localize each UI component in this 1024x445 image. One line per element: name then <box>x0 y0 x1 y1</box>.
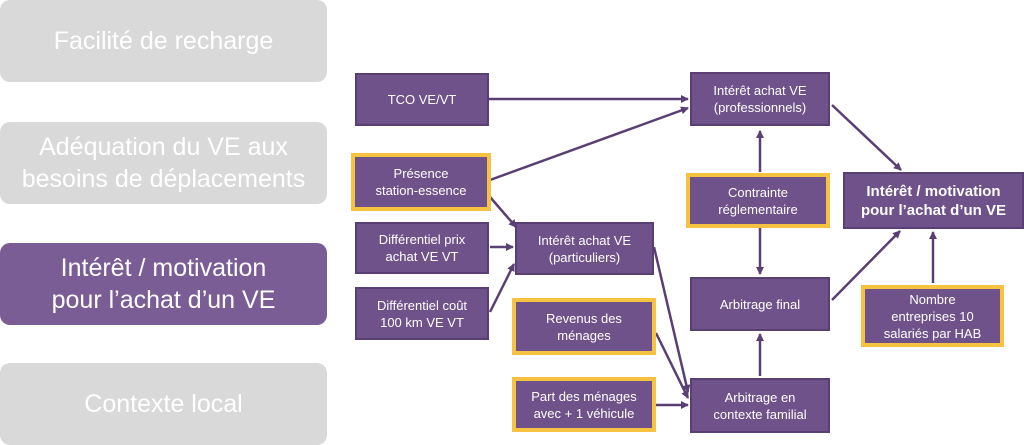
tab-contexte-local[interactable]: Contexte local <box>0 363 327 445</box>
node-nombre-entreprises: Nombre entreprises 10 salariés par HAB <box>861 285 1004 347</box>
node-revenus-menages: Revenus des ménages <box>512 298 656 355</box>
node-tco: TCO VE/VT <box>355 73 489 126</box>
arrow-part-to-familial <box>652 246 691 393</box>
node-interet-particuliers: Intérêt achat VE (particuliers) <box>515 222 654 275</box>
tab-adequation-ve[interactable]: Adéquation du VE aux besoins de déplacem… <box>0 122 327 204</box>
node-interet-professionnels: Intérêt achat VE (professionnels) <box>690 72 830 126</box>
node-part-menages: Part des ménages avec + 1 véhicule <box>512 377 656 432</box>
node-diff-cout: Différentiel coût 100 km VE VT <box>355 287 489 340</box>
tab-facilite-recharge[interactable]: Facilité de recharge <box>0 0 327 82</box>
arrow-final-to-motivation <box>831 230 901 301</box>
node-interet-motivation: Intérêt / motivation pour l’achat d’un V… <box>843 172 1024 229</box>
arrow-diffcout-to-part <box>488 263 516 313</box>
arrow-pro-to-motivation <box>831 104 902 171</box>
tab-interet-motivation[interactable]: Intérêt / motivation pour l’achat d’un V… <box>0 243 327 325</box>
node-contrainte-reglementaire: Contrainte réglementaire <box>686 173 830 228</box>
node-diff-prix: Différentiel prix achat VE VT <box>355 222 489 274</box>
node-arbitrage-final: Arbitrage final <box>690 277 830 331</box>
node-arbitrage-familial: Arbitrage en contexte familial <box>690 378 830 433</box>
arrow-presence-to-part <box>489 196 517 228</box>
arrow-revenus-to-familial <box>654 332 690 399</box>
arrow-presence-to-pro <box>489 106 689 182</box>
node-presence-station: Présence station-essence <box>351 153 491 211</box>
